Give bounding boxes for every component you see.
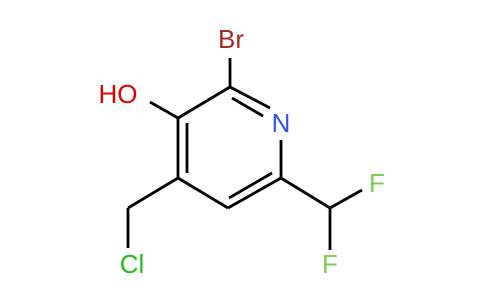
- bromine-label: Br: [218, 24, 244, 54]
- fluorine-bottom-label: F: [322, 249, 338, 279]
- bond-c6-chf2: [280, 176, 331, 210]
- bond-c2-c3: [177, 85, 231, 120]
- fluorine-top-label: F: [369, 168, 385, 198]
- bond-c4-ch2: [127, 176, 179, 210]
- hydroxyl-label: HO: [99, 79, 138, 109]
- bond-c4-c5: [177, 176, 229, 210]
- bond-c5-c6-inner: [228, 171, 273, 200]
- bond-c3-o: [149, 100, 179, 120]
- chlorine-label: Cl: [120, 249, 145, 279]
- nitrogen-label: N: [272, 108, 291, 138]
- bond-chf2-f-top: [329, 188, 363, 210]
- bond-n-c2-inner: [231, 96, 264, 118]
- bond-n-c2: [229, 85, 271, 110]
- bond-c5-c6: [227, 176, 282, 210]
